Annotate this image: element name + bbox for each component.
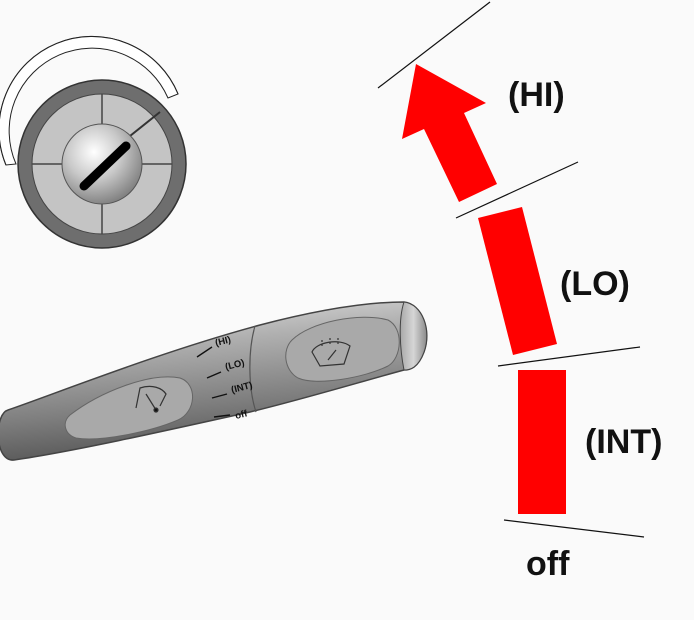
washer-icon	[311, 336, 351, 367]
hi-arrow	[402, 64, 497, 202]
stalk-label-lo: (LO)	[224, 358, 246, 373]
ignition-switch-icon	[0, 35, 187, 249]
wiper-icon	[135, 385, 167, 413]
divider-hi-top	[377, 1, 491, 89]
divider-int-off	[503, 519, 645, 538]
label-off: off	[526, 545, 570, 583]
label-int: (INT)	[585, 423, 662, 461]
stalk-label-hi: (HI)	[214, 334, 232, 349]
lo-bar	[478, 207, 557, 355]
divider-hi-lo	[455, 161, 579, 219]
position-scale: (HI) (LO) (INT) off	[377, 1, 662, 583]
stalk-label-off: off	[234, 408, 249, 422]
wiper-stalk: (HI) (LO) (INT) off	[0, 301, 428, 461]
divider-lo-int	[497, 346, 641, 367]
stalk-label-int: (INT)	[230, 380, 254, 396]
label-hi: (HI)	[508, 76, 565, 114]
label-lo: (LO)	[560, 265, 630, 303]
int-bar	[518, 370, 566, 514]
